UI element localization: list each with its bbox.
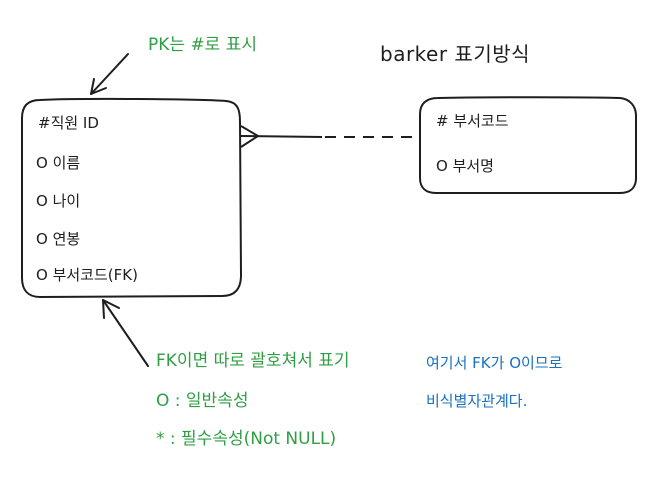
employee-entity-box[interactable] bbox=[21, 97, 242, 298]
pk-note-arrowhead bbox=[90, 78, 107, 95]
crows-foot-mark bbox=[240, 125, 259, 148]
relationship-note-line2: 비식별자관계다. bbox=[426, 392, 528, 410]
employee-attribute-dept-fk[interactable]: O 부서코드(FK) bbox=[36, 266, 138, 284]
fk-note-arrow bbox=[102, 299, 149, 367]
pk-note-arrow bbox=[90, 53, 129, 95]
pk-note: PK는 #로 표시 bbox=[148, 35, 258, 55]
required-attribute-note: * : 필수속성(Not NULL) bbox=[156, 429, 337, 449]
department-entity-box[interactable] bbox=[419, 96, 637, 194]
employee-attribute-salary[interactable]: O 연봉 bbox=[36, 230, 81, 248]
employee-pk-attribute[interactable]: #직원 ID bbox=[38, 114, 99, 132]
department-attribute-name[interactable]: O 부서명 bbox=[436, 157, 494, 175]
employee-attribute-name[interactable]: O 이름 bbox=[36, 154, 81, 172]
relationship-note-line1: 여기서 FK가 O이므로 bbox=[426, 354, 563, 372]
fk-note-arrowhead bbox=[102, 299, 120, 319]
relationship-line-solid bbox=[240, 135, 323, 138]
optional-attribute-note: O : 일반속성 bbox=[156, 391, 249, 411]
department-pk-attribute[interactable]: # 부서코드 bbox=[436, 112, 509, 130]
diagram-title: barker 표기방식 bbox=[380, 42, 531, 66]
employee-attribute-age[interactable]: O 나이 bbox=[36, 192, 81, 210]
fk-note: FK이면 따로 괄호쳐서 표기 bbox=[156, 351, 350, 371]
